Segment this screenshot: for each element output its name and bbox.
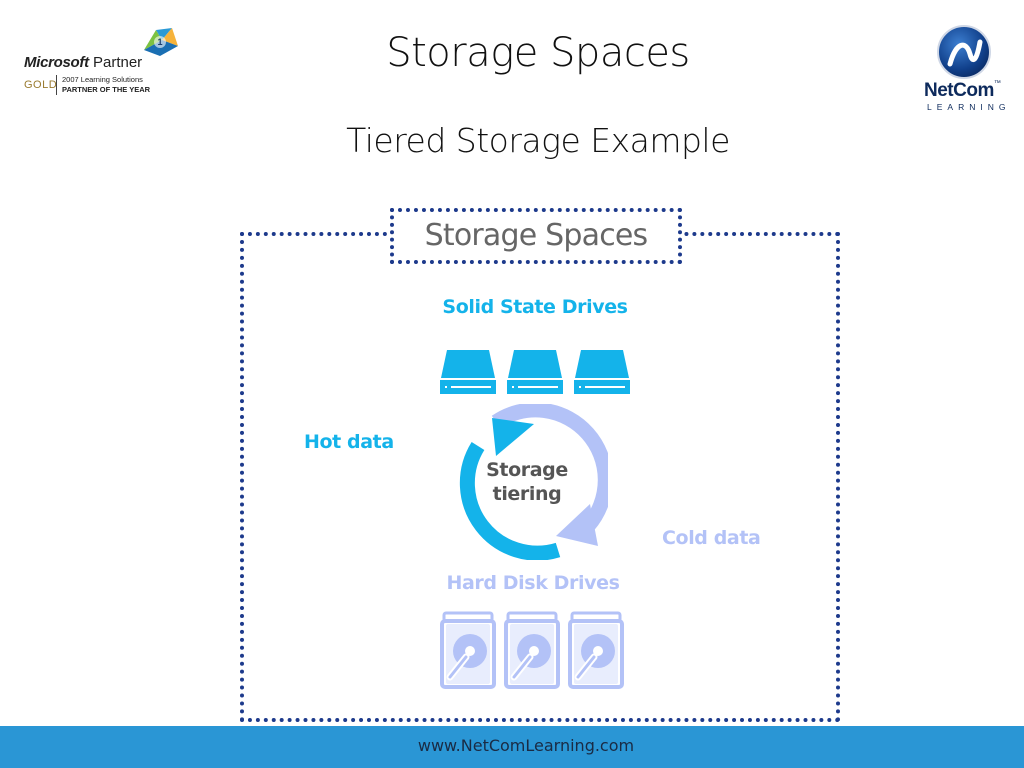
- logo-divider: [56, 75, 57, 95]
- hot-data-label: Hot data: [304, 431, 394, 453]
- partner-award-icon: 1: [144, 28, 178, 56]
- award-line-2: PARTNER OF THE YEAR: [62, 85, 151, 94]
- slide-title: Storage Spaces: [386, 30, 690, 76]
- ssd-drive-icon: [440, 350, 496, 394]
- tiering-cycle-icon: [459, 404, 608, 560]
- netcom-globe-icon: [937, 25, 991, 79]
- ssd-drive-icon: [507, 350, 563, 394]
- award-line-1: 2007 Learning Solutions: [62, 75, 143, 84]
- cold-data-label: Cold data: [662, 527, 761, 549]
- microsoft-partner-logo: 1 Microsoft Partner GOLD 2007 Learning S…: [22, 22, 178, 102]
- svg-text:1: 1: [157, 37, 162, 47]
- footer-url[interactable]: www.NetComLearning.com: [417, 736, 635, 755]
- ssd-drive-icon: [574, 350, 630, 394]
- storage-tiering-line-1: Storage: [486, 459, 568, 481]
- trademark-symbol: ™: [993, 80, 1001, 87]
- slide-subtitle: Tiered Storage Example: [346, 121, 730, 160]
- hard-disk-icon: [504, 611, 560, 689]
- gold-tier-label: GOLD: [24, 79, 58, 91]
- partner-wordmark: Partner: [92, 54, 143, 71]
- netcom-learning-logo: NetCom™ LEARNING: [922, 24, 1012, 116]
- storage-spaces-label: Storage Spaces: [390, 208, 682, 264]
- hard-disk-icon: [568, 611, 624, 689]
- storage-tiering-label: Storage tiering: [466, 458, 588, 506]
- netcom-tagline: LEARNING: [927, 102, 1011, 112]
- microsoft-wordmark: Microsoft: [24, 54, 89, 71]
- storage-tiering-line-2: tiering: [492, 483, 562, 505]
- hdd-heading: Hard Disk Drives: [446, 572, 620, 594]
- footer-bar: www.NetComLearning.com: [0, 726, 1024, 768]
- ssd-heading: Solid State Drives: [442, 296, 628, 318]
- hard-disk-icon: [440, 611, 496, 689]
- netcom-wordmark: NetCom: [924, 80, 994, 101]
